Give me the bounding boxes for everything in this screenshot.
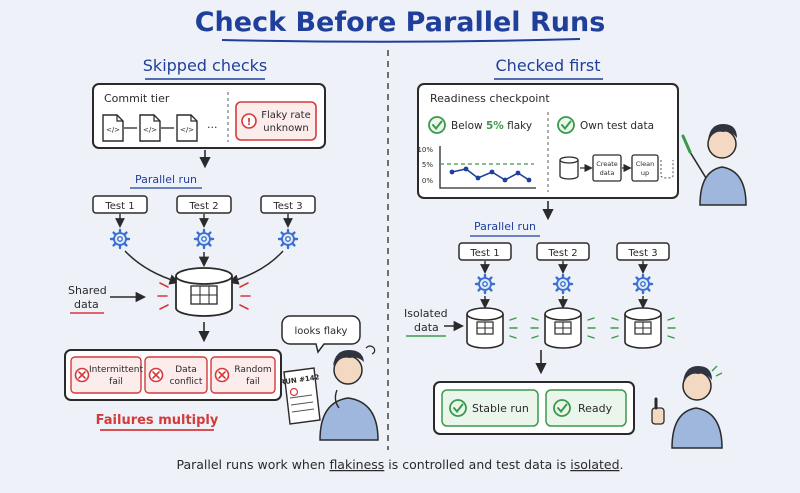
warning-icon xyxy=(241,113,257,129)
gear-icon xyxy=(552,273,574,295)
arrow xyxy=(227,250,284,285)
failure-intermittent-line2: fail xyxy=(109,377,123,387)
failure-conflict-line1: Data xyxy=(175,365,197,375)
clean-line1: Clean xyxy=(636,160,654,168)
right-test-1-label: Test 1 xyxy=(469,248,499,259)
gear-icon xyxy=(193,228,215,250)
check2-text: Own test data xyxy=(580,120,654,132)
failure-intermittent-line1: Intermittent xyxy=(89,365,144,375)
removed-database-icon xyxy=(660,160,674,179)
arrow xyxy=(124,250,181,285)
ready-result xyxy=(545,389,627,427)
report-x-icon xyxy=(289,387,299,397)
conflict-marks xyxy=(157,282,251,310)
trend-points xyxy=(449,166,532,183)
page-title: Check Before Parallel Runs xyxy=(195,7,606,38)
tick-5: 5% xyxy=(422,161,433,169)
code-file-icon xyxy=(102,114,124,142)
stable-run-label: Stable run xyxy=(472,402,529,415)
speech-bubble xyxy=(281,315,361,354)
left-parallel-label: Parallel run xyxy=(135,173,197,186)
left-test-2-label: Test 2 xyxy=(188,201,218,212)
failure-random-line1: Random xyxy=(234,365,271,375)
create-data-step xyxy=(592,154,622,182)
warning-icon-mark: ! xyxy=(247,117,252,128)
isolation-marks xyxy=(509,317,676,339)
isolated-database-icon xyxy=(466,307,504,349)
isolated-database-icon xyxy=(624,307,662,349)
left-test-1 xyxy=(92,195,148,214)
right-test-3-label: Test 3 xyxy=(627,248,657,259)
shared-data-line2: data xyxy=(74,298,99,311)
stable-run-result xyxy=(441,389,539,427)
gear-icon xyxy=(474,273,496,295)
check-icon xyxy=(553,399,571,417)
thumbs-up-person-illustration xyxy=(651,365,723,449)
checkpoint-label: Readiness checkpoint xyxy=(430,92,550,105)
gear-icon xyxy=(632,273,654,295)
isolated-database-icon xyxy=(544,307,582,349)
right-test-3 xyxy=(616,242,670,261)
check-icon xyxy=(428,116,446,134)
x-icon xyxy=(148,367,164,383)
left-test-3-label: Test 3 xyxy=(272,201,302,212)
gear-icon xyxy=(277,228,299,250)
confused-person-illustration xyxy=(319,345,379,441)
ellipsis: ··· xyxy=(207,121,218,134)
shared-data-line1: Shared xyxy=(68,284,107,297)
left-test-3 xyxy=(260,195,316,214)
small-database-icon xyxy=(559,156,579,180)
failure-random-line2: fail xyxy=(246,377,260,387)
flaky-rate-warning xyxy=(235,101,317,141)
left-test-1-label: Test 1 xyxy=(104,201,134,212)
ready-label: Ready xyxy=(578,402,613,415)
shared-database-icon xyxy=(175,267,233,317)
right-test-1 xyxy=(458,242,512,261)
footer-caption: Parallel runs work when flakiness is con… xyxy=(176,457,623,472)
presenter-person-illustration xyxy=(681,124,747,206)
failure-intermittent xyxy=(70,356,142,394)
code-file-icon xyxy=(139,114,161,142)
failure-data-conflict xyxy=(144,356,208,394)
right-test-2-label: Test 2 xyxy=(547,248,577,259)
failure-random xyxy=(210,356,276,394)
create-line1: Create xyxy=(596,160,618,168)
isolated-data-line1: Isolated xyxy=(404,307,448,320)
warning-text-line2: unknown xyxy=(263,123,308,134)
isolated-data-line2: data xyxy=(414,321,439,334)
title-underline xyxy=(221,38,581,43)
left-test-2 xyxy=(176,195,232,214)
commit-tier-label: Commit tier xyxy=(104,92,170,105)
right-heading: Checked first xyxy=(496,56,601,75)
run-report-paper xyxy=(283,367,321,425)
warning-text-line1: Flaky rate xyxy=(261,110,311,121)
gear-icon xyxy=(109,228,131,250)
right-parallel-label: Parallel run xyxy=(474,220,536,233)
check1-text: Below 5% flaky xyxy=(451,120,532,132)
x-icon xyxy=(74,367,90,383)
create-line2: data xyxy=(600,169,615,177)
code-file-icon xyxy=(176,114,198,142)
clean-line2: up xyxy=(641,169,649,177)
x-icon xyxy=(214,367,230,383)
speech-text: looks flaky xyxy=(295,326,348,337)
check-icon xyxy=(557,116,575,134)
mini-chart-axes xyxy=(439,146,536,189)
right-test-2 xyxy=(536,242,590,261)
failures-multiply-label: Failures multiply xyxy=(96,413,219,428)
left-heading: Skipped checks xyxy=(143,56,267,75)
tick-10: 10% xyxy=(417,146,433,154)
failure-conflict-line2: conflict xyxy=(170,377,203,387)
tick-0: 0% xyxy=(422,177,433,185)
clean-up-step xyxy=(631,154,659,182)
check-icon xyxy=(449,399,467,417)
